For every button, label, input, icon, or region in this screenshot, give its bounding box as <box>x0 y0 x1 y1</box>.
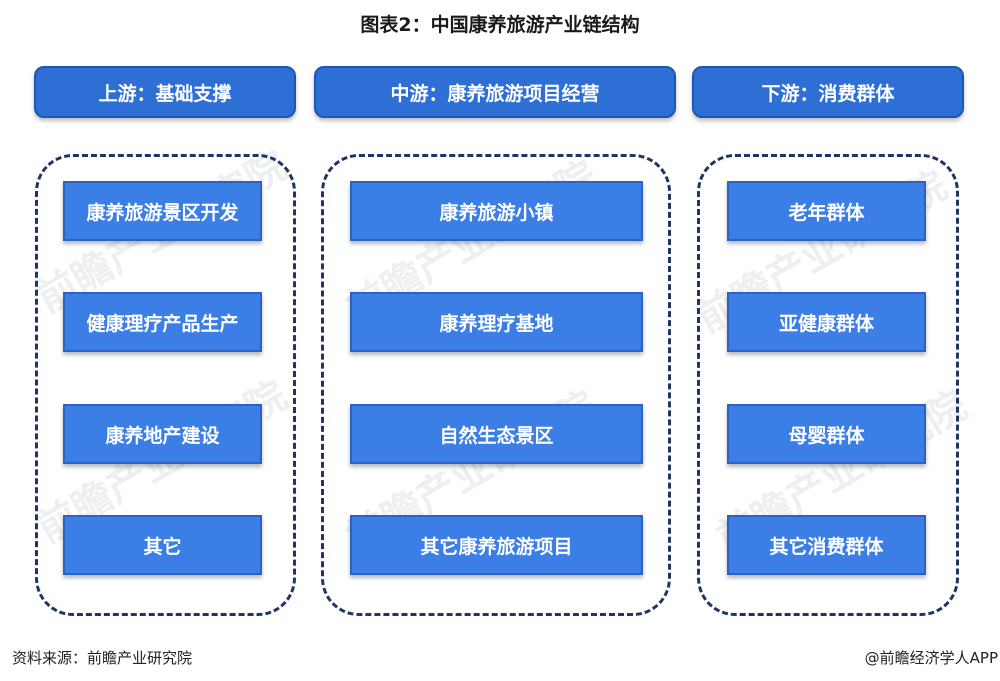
upstream-item: 康养地产建设 <box>63 404 262 464</box>
midstream-item: 自然生态景区 <box>350 404 643 464</box>
upstream-item: 健康理疗产品生产 <box>63 292 262 352</box>
upstream-item: 康养旅游景区开发 <box>63 181 262 241</box>
downstream-item: 老年群体 <box>727 181 926 241</box>
credit-note: @前瞻经济学人APP <box>864 649 998 667</box>
figure-title: 图表2：中国康养旅游产业链结构 <box>360 14 640 36</box>
downstream-header: 下游：消费群体 <box>692 66 964 118</box>
downstream-group <box>697 154 959 616</box>
midstream-item: 其它康养旅游项目 <box>350 515 643 575</box>
downstream-item: 母婴群体 <box>727 404 926 464</box>
upstream-group <box>35 154 296 616</box>
midstream-header: 中游：康养旅游项目经营 <box>314 66 676 118</box>
upstream-item: 其它 <box>63 515 262 575</box>
midstream-item: 康养理疗基地 <box>350 292 643 352</box>
source-note: 资料来源：前瞻产业研究院 <box>12 649 193 667</box>
midstream-group <box>321 154 671 616</box>
downstream-item: 其它消费群体 <box>727 515 926 575</box>
upstream-header: 上游：基础支撑 <box>34 66 296 118</box>
midstream-item: 康养旅游小镇 <box>350 181 643 241</box>
downstream-item: 亚健康群体 <box>727 292 926 352</box>
